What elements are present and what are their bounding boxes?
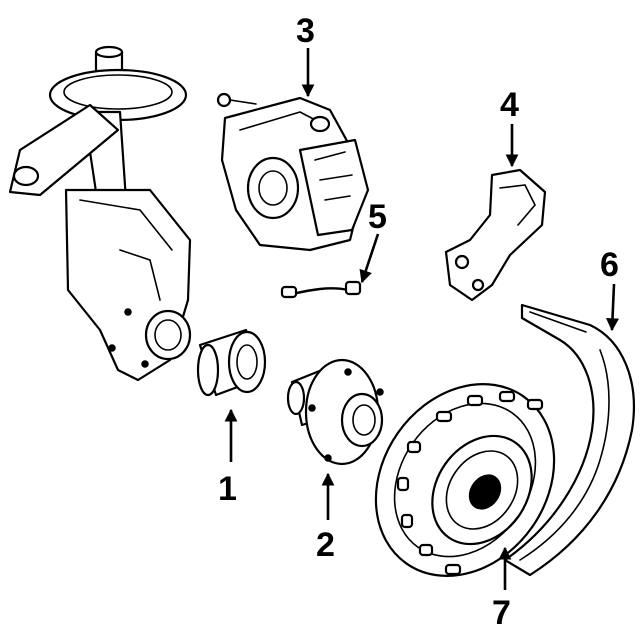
callout-3: 3 [296, 12, 315, 50]
brake-rotor [374, 383, 556, 577]
brake-sensor-wire [280, 280, 362, 299]
callout-6: 6 [600, 246, 619, 284]
wheel-hub [286, 358, 384, 466]
leader-lines [224, 48, 620, 590]
callout-7: 7 [492, 594, 511, 628]
leader-5 [359, 233, 380, 284]
callout-5: 5 [368, 198, 387, 236]
brake-shield [503, 303, 635, 577]
wheel-bearing [196, 328, 267, 397]
callout-4: 4 [500, 86, 519, 124]
brake-caliper [216, 92, 370, 252]
callout-2: 2 [316, 526, 335, 564]
splash-shield-bracket [444, 168, 547, 302]
leader-6 [606, 283, 620, 332]
steering-knuckle [8, 45, 192, 382]
callout-1: 1 [218, 470, 237, 508]
